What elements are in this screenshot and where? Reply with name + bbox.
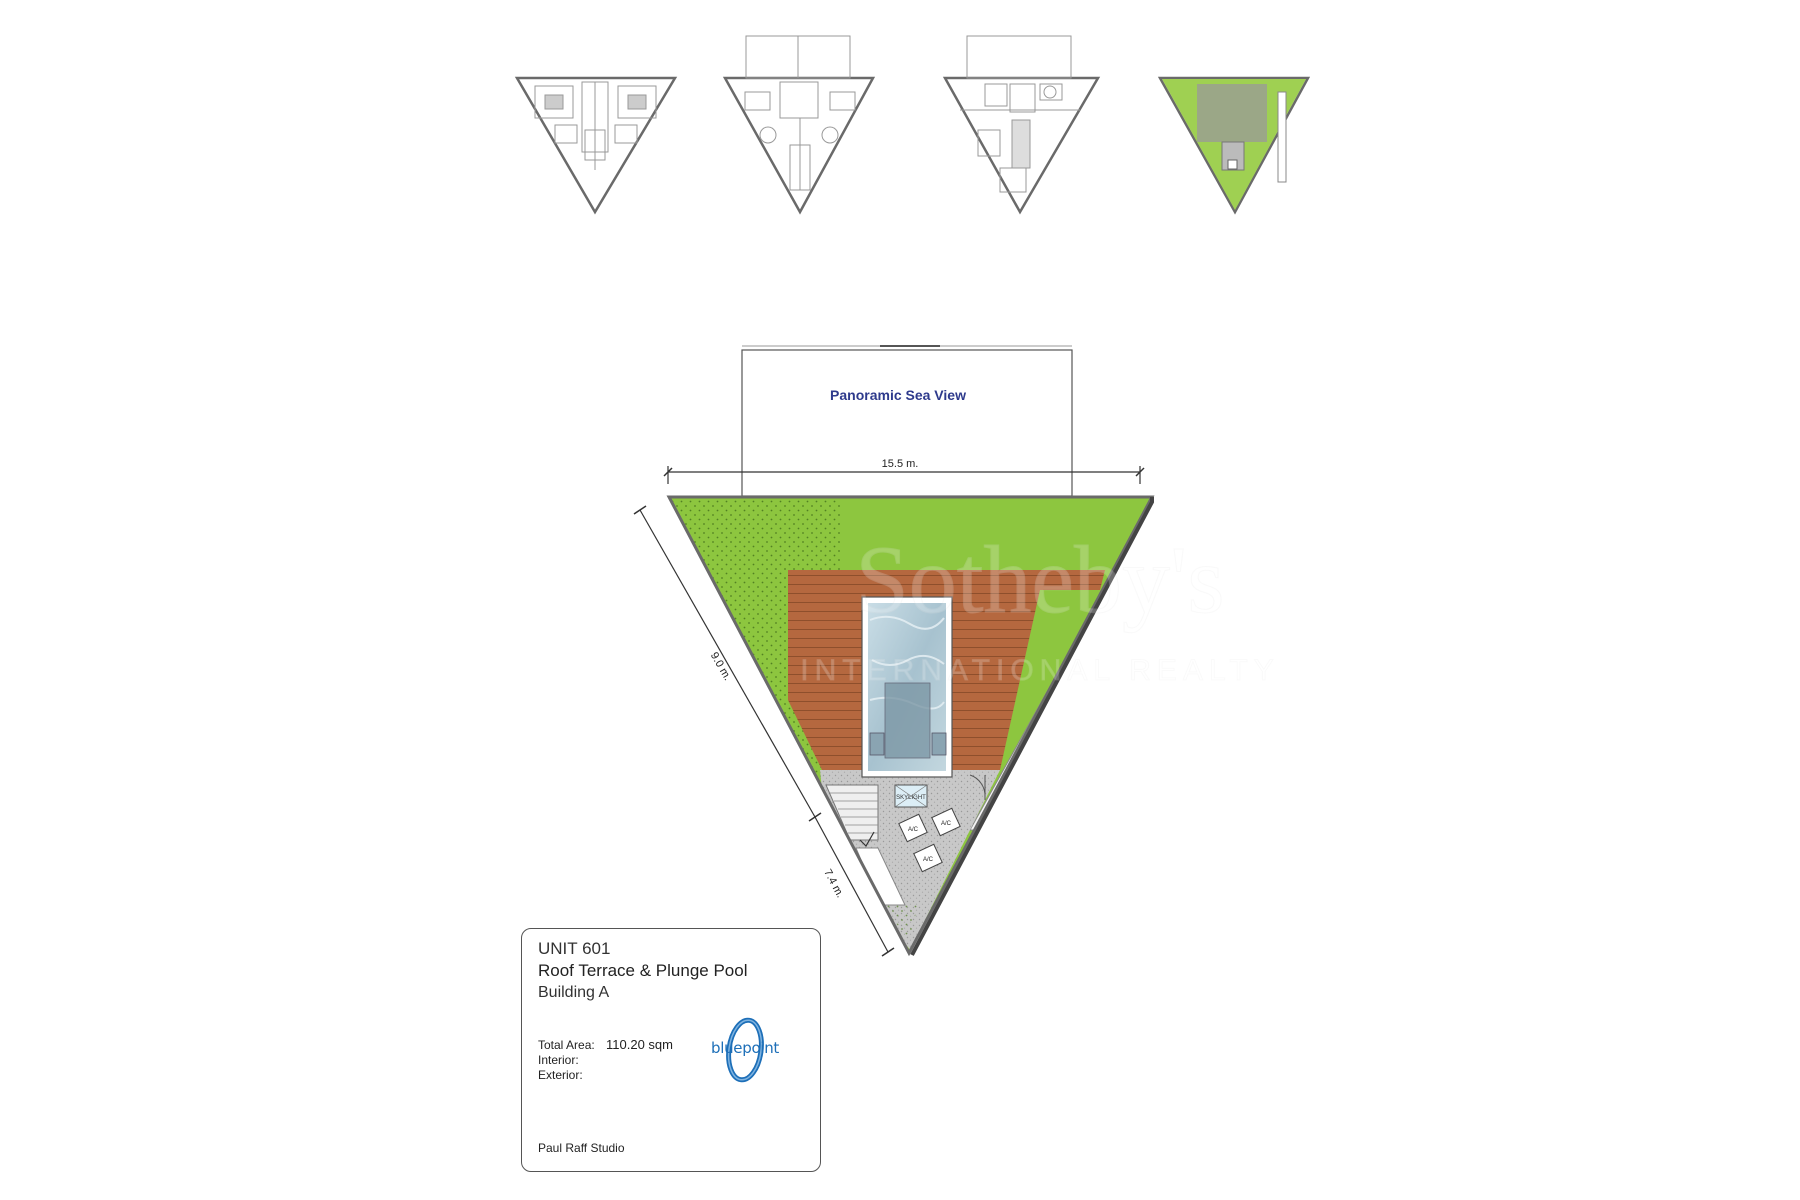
bluepoint-logo: bluepoint [705, 1017, 785, 1083]
dimension-left-lower-label: 7.4 m. [821, 867, 846, 900]
thumbnail-roof-terrace[interactable] [1157, 76, 1311, 215]
ac-unit-1: A/C [898, 813, 928, 843]
skylight-label: SKYLIGHT [896, 795, 926, 801]
unit-info-card: UNIT 601 Roof Terrace & Plunge Pool Buil… [521, 928, 821, 1172]
sea-view-label: Panoramic Sea View [830, 387, 966, 403]
interior-label: Interior: [538, 1053, 579, 1067]
ac-label: A/C [923, 857, 934, 863]
skylight: SKYLIGHT [894, 784, 928, 808]
dimension-top: 15.5 m. [663, 458, 1145, 484]
total-area-label: Total Area: [538, 1038, 595, 1052]
thumbnail-level-2[interactable] [722, 35, 876, 215]
watermark: Sotheby's INTERNATIONAL REALTY [800, 526, 1280, 688]
unit-number: UNIT 601 [538, 939, 611, 958]
ac-unit-2: A/C [931, 807, 961, 837]
area-list: Total Area: 110.20 sqm Interior: Exterior… [538, 1037, 673, 1083]
thumbnail-level-1[interactable] [514, 76, 678, 215]
watermark-main: Sotheby's [855, 526, 1224, 633]
studio-credit: Paul Raff Studio [538, 1141, 625, 1155]
bluepoint-logo-icon [726, 1017, 764, 1083]
ac-label: A/C [908, 827, 919, 833]
terrace-outline-wall [666, 495, 1155, 957]
plunge-pool [861, 596, 953, 778]
building-name: Building A [538, 984, 610, 1001]
exterior-label: Exterior: [538, 1068, 583, 1082]
plan-title: Roof Terrace & Plunge Pool [538, 961, 748, 980]
ac-label: A/C [941, 821, 952, 827]
panoramic-sea-view-area: Panoramic Sea View [741, 345, 1073, 497]
total-area-value: 110.20 sqm [606, 1037, 673, 1052]
watermark-sub: INTERNATIONAL REALTY [800, 654, 1280, 687]
ac-unit-3: A/C [913, 843, 943, 873]
logo-text: bluepoint [711, 1039, 779, 1057]
dimension-top-label: 15.5 m. [882, 458, 919, 470]
thumbnail-level-3[interactable] [942, 35, 1101, 215]
